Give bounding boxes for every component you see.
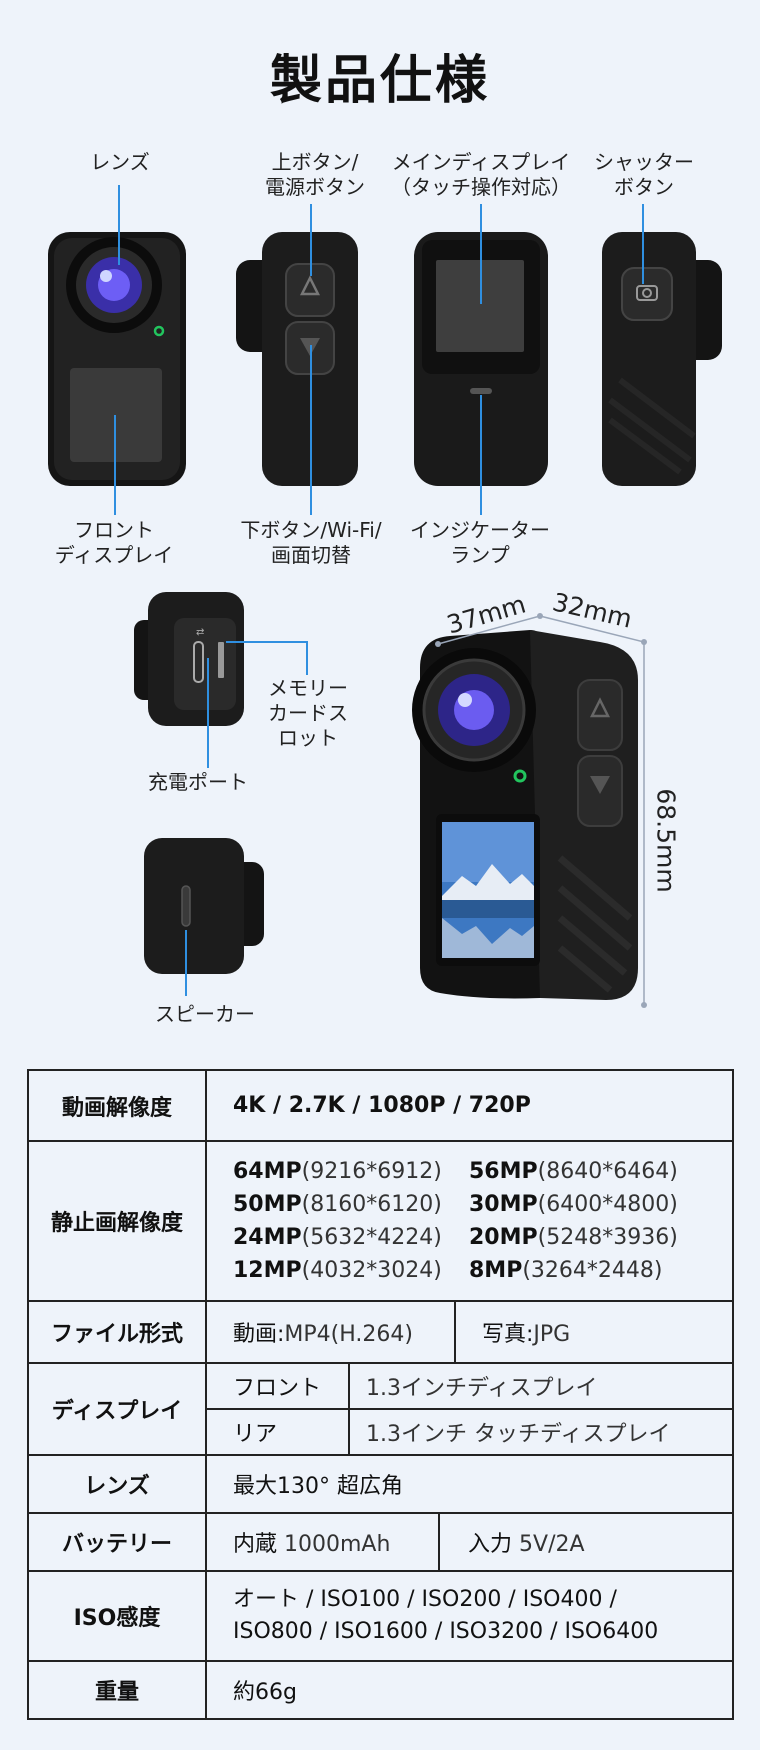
leader-shutter <box>642 204 644 284</box>
label-up-button: 上ボタン/電源ボタン <box>265 150 365 199</box>
leader-lens <box>118 185 120 265</box>
label-memory-card: メモリーカードスロット <box>268 676 348 750</box>
label-lens: レンズ <box>90 150 150 174</box>
leader-indicator <box>480 395 482 515</box>
label-main-display: メインディスプレイ（タッチ操作対応） <box>391 150 571 199</box>
spec-label: ファイル形式 <box>27 1300 207 1364</box>
camera-3d-view <box>412 630 638 1000</box>
list-item: 8MP(3264*2448) <box>469 1258 663 1283</box>
spec-label: 静止画解像度 <box>27 1140 207 1302</box>
list-item: 24MP(5632*4224) <box>233 1225 442 1250</box>
leader-memory-card-v <box>306 641 308 675</box>
spec-row-file-format: ファイル形式 動画:MP4(H.264) 写真:JPG <box>27 1300 734 1364</box>
spec-label: レンズ <box>27 1454 207 1514</box>
spec-label: 重量 <box>27 1660 207 1720</box>
svg-text:⇄: ⇄ <box>196 627 204 638</box>
spec-row-lens: レンズ 最大130° 超広角 <box>27 1454 734 1514</box>
leader-up-button <box>310 204 312 276</box>
spec-label: ISO感度 <box>27 1570 207 1662</box>
leader-down-button <box>310 345 312 515</box>
spec-value: 64MP(9216*6912) 56MP(8640*6464) 50MP(816… <box>205 1140 734 1302</box>
list-item: 20MP(5248*3936) <box>469 1225 678 1250</box>
dimension-lines <box>435 613 647 1008</box>
spec-value: 動画:MP4(H.264) 写真:JPG <box>205 1300 734 1364</box>
list-item: 50MP(8160*6120) <box>233 1192 442 1217</box>
spec-label: 動画解像度 <box>27 1069 207 1142</box>
spec-label: バッテリー <box>27 1512 207 1572</box>
spec-row-iso: ISO感度 オート / ISO100 / ISO200 / ISO400 / I… <box>27 1570 734 1662</box>
camera-shutter-side-view <box>602 232 722 486</box>
leader-main-display <box>480 204 482 304</box>
spec-value: 最大130° 超広角 <box>205 1454 734 1514</box>
camera-port-side-view: ⇄ <box>134 592 244 726</box>
label-speaker: スピーカー <box>155 1002 255 1026</box>
spec-table: 動画解像度 4K / 2.7K / 1080P / 720P 静止画解像度 64… <box>27 1069 734 1720</box>
leader-memory-card-h <box>226 641 308 643</box>
spec-value: 約66g <box>205 1660 734 1720</box>
leader-speaker <box>185 930 187 996</box>
leader-charge-port <box>207 658 209 768</box>
camera-rear-view <box>414 232 548 486</box>
label-front-display: フロントディスプレイ <box>54 518 174 567</box>
spec-value: 4K / 2.7K / 1080P / 720P <box>205 1069 734 1142</box>
still-res-grid: 64MP(9216*6912) 56MP(8640*6464) 50MP(816… <box>233 1156 722 1286</box>
camera-front-view <box>48 232 186 486</box>
list-item: 64MP(9216*6912) <box>233 1159 442 1184</box>
list-item: 12MP(4032*3024) <box>233 1258 442 1283</box>
label-indicator: インジケーターランプ <box>410 518 550 567</box>
page-title: 製品仕様 <box>269 51 490 111</box>
label-charge-port: 充電ポート <box>148 770 248 794</box>
spec-row-weight: 重量 約66g <box>27 1660 734 1720</box>
camera-speaker-side-view <box>144 838 264 974</box>
spec-row-still-res: 静止画解像度 64MP(9216*6912) 56MP(8640*6464) 5… <box>27 1140 734 1302</box>
list-item: 56MP(8640*6464) <box>469 1159 678 1184</box>
list-item: 30MP(6400*4800) <box>469 1192 678 1217</box>
spec-label: ディスプレイ <box>27 1362 207 1456</box>
dim-height: 68.5mm <box>651 788 681 893</box>
spec-value: オート / ISO100 / ISO200 / ISO400 / ISO800 … <box>205 1570 734 1662</box>
leader-front-display <box>114 415 116 515</box>
spec-row-battery: バッテリー 内蔵 1000mAh 入力 5V/2A <box>27 1512 734 1572</box>
label-shutter: シャッターボタン <box>594 150 694 199</box>
spec-value: 内蔵 1000mAh 入力 5V/2A <box>205 1512 734 1572</box>
camera-side-buttons-view <box>236 232 358 486</box>
label-down-button: 下ボタン/Wi-Fi/画面切替 <box>240 518 382 567</box>
spec-row-video-res: 動画解像度 4K / 2.7K / 1080P / 720P <box>27 1069 734 1142</box>
